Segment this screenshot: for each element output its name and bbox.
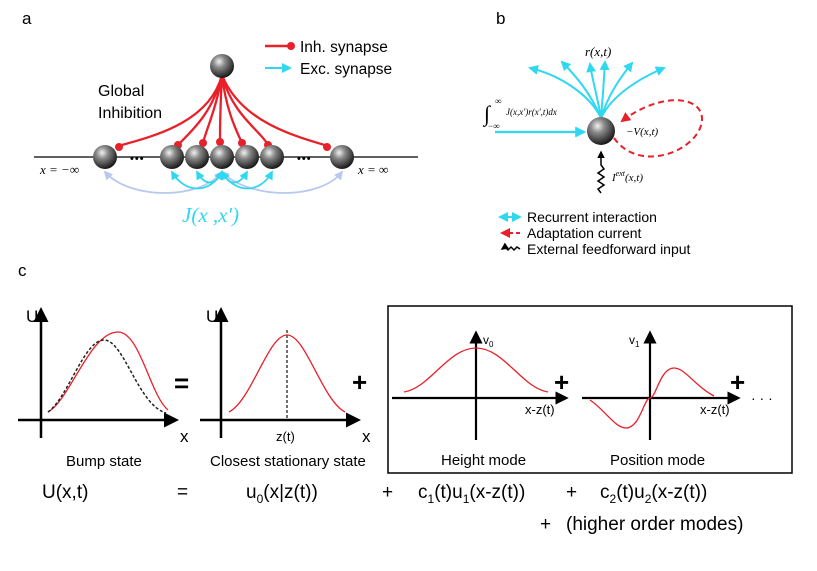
legend-recurrent: Recurrent interaction (527, 209, 657, 225)
integral-upper: ∞ (495, 96, 501, 106)
ellipsis: · · · (751, 390, 773, 406)
panel-c: c U x Bump state = U x z(t) Closest stat… (18, 261, 793, 535)
adaptation-label: −V(x,t) (626, 126, 658, 138)
inh-legend-dot (287, 42, 295, 50)
caption-stationary: Closest stationary state (210, 453, 366, 470)
left-end-label: x = −∞ (39, 162, 79, 177)
position-mode-v-label: v1 (629, 333, 640, 349)
stationary-curve (228, 334, 346, 413)
adaptation-loop (613, 99, 704, 158)
position-mode-curve (589, 367, 715, 429)
equation-lhs: U(x,t) (42, 482, 88, 503)
plus-sign: + (352, 367, 367, 397)
neuron (235, 145, 259, 169)
neuron-balls (93, 54, 354, 169)
neuron (210, 145, 234, 169)
caption-position: Position mode (610, 452, 705, 469)
neuron (93, 145, 117, 169)
neuron (185, 145, 209, 169)
neuron (160, 145, 184, 169)
modes-box (387, 305, 793, 474)
equation-plus: + (566, 482, 577, 503)
equation-term-height: c1(t)u1(x-z(t)) (418, 482, 525, 506)
equals-sign: = (174, 368, 189, 398)
excitatory-arcs (103, 170, 344, 194)
equation-plus: + (382, 482, 393, 503)
ellipsis-right: ••• (297, 153, 312, 165)
integral-lower: −∞ (488, 121, 500, 131)
ellipsis-left: ••• (130, 153, 145, 165)
kernel-label: J(x ,x′) (182, 203, 239, 227)
exc-legend-text: Exc. synapse (300, 61, 392, 78)
equation-term-stationary: u0(x|z(t)) (246, 482, 318, 506)
inhibitory-neuron (210, 54, 234, 78)
caption-height: Height mode (441, 452, 526, 469)
right-end-label: x = ∞ (357, 162, 388, 177)
plus-sign: + (730, 367, 745, 397)
height-mode-v-label: v0 (483, 333, 494, 349)
legend-external: External feedforward input (527, 241, 691, 257)
output-arrows (528, 60, 666, 119)
plus-sign: + (554, 367, 569, 397)
plot2-u-label: U (206, 307, 218, 326)
panel-b-label: b (496, 9, 505, 28)
external-legend-arrow (500, 242, 521, 252)
rate-label: r(x,t) (585, 44, 611, 59)
position-mode-x-label: x-z(t) (700, 402, 730, 417)
panel-b: b r(x,t) ∫ ∞ −∞ J(x,x′)r(x′,t)dx −V(x,t)… (482, 9, 704, 257)
height-mode-x-label: x-z(t) (525, 402, 555, 417)
neuron (260, 145, 284, 169)
legend-adaptation: Adaptation current (527, 225, 642, 241)
plot1-x-label: x (180, 427, 189, 446)
external-label: Iext(x,t) (611, 169, 643, 184)
integral-sign: ∫ (482, 101, 492, 127)
equation-plus: + (540, 514, 551, 535)
panel-a-label: a (22, 9, 32, 28)
global-inhibition-line2: Inhibition (98, 105, 162, 122)
integrand-label: J(x,x′)r(x′,t)dx (506, 107, 557, 117)
neuron (330, 145, 354, 169)
inh-legend-text: Inh. synapse (300, 39, 388, 56)
plot1-u-label: U (26, 307, 38, 326)
external-input-arrow (596, 150, 606, 194)
panel-c-label: c (18, 261, 27, 280)
decomposition-equation: U(x,t) = u0(x|z(t)) + c1(t)u1(x-z(t)) + … (42, 482, 743, 535)
bump-curve (47, 331, 169, 413)
inhibitory-connections (117, 74, 329, 148)
caption-bump: Bump state (66, 453, 142, 470)
panel-a: a Inh. synapse Exc. synapse Global Inhib… (22, 9, 418, 227)
plot2-x-label: x (362, 427, 371, 446)
equation-term-position: c2(t)u2(x-z(t)) (600, 482, 707, 506)
equation-higher-modes: (higher order modes) (566, 514, 743, 535)
global-inhibition-line1: Global (98, 83, 144, 100)
stationary-overlay-curve (47, 339, 167, 414)
height-mode-curve (403, 347, 549, 393)
neuron (587, 117, 615, 145)
z-tick-label: z(t) (276, 429, 295, 444)
equation-equals: = (177, 482, 188, 503)
